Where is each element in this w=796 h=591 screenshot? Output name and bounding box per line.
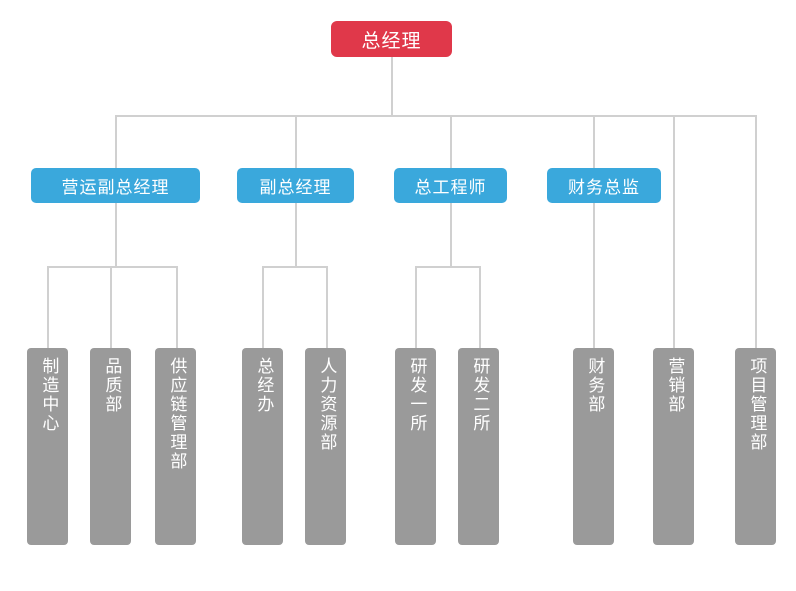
connector-exec-stem-1 [115,203,117,266]
connector-dept-drop-2 [110,266,112,348]
connector-exec-stem-3 [450,203,452,266]
node-dept-manufacturing[interactable]: 制造中心 [27,348,68,545]
connector-dept-drop-3 [176,266,178,348]
connector-top-drop-6 [755,115,757,348]
connector-dept-drop-1 [47,266,49,348]
node-dept-marketing[interactable]: 营销部 [653,348,694,545]
connector-exec-stem-2 [295,203,297,266]
connector-top-drop-4 [593,115,595,168]
node-dept-rd-2[interactable]: 研发二所 [458,348,499,545]
node-dept-gm-office[interactable]: 总经办 [242,348,283,545]
node-gm-label: 总经理 [361,29,422,52]
node-dept-hr-label: 人力资源部 [316,357,337,452]
node-exec-deputy[interactable]: 副总经理 [237,168,354,203]
connector-sub-bus-3 [415,266,479,268]
connector-top-drop-1 [115,115,117,168]
node-dept-hr[interactable]: 人力资源部 [305,348,346,545]
node-dept-marketing-label: 营销部 [664,357,685,414]
connector-dept-drop-5 [326,266,328,348]
node-dept-gm-office-label: 总经办 [253,357,274,414]
node-dept-rd-2-label: 研发二所 [469,357,490,433]
node-exec-chief-eng-label: 总工程师 [414,178,487,198]
node-dept-finance[interactable]: 财务部 [573,348,614,545]
node-dept-rd-1[interactable]: 研发一所 [395,348,436,545]
node-dept-project-mgmt[interactable]: 项目管理部 [735,348,776,545]
node-exec-chief-eng[interactable]: 总工程师 [394,168,507,203]
connector-dept-drop-6 [415,266,417,348]
node-dept-quality-label: 品质部 [101,357,122,414]
node-exec-deputy-label: 副总经理 [259,178,332,198]
connector-top-bus [115,115,756,117]
node-exec-ops[interactable]: 营运副总经理 [31,168,200,203]
node-dept-rd-1-label: 研发一所 [406,357,427,433]
connector-dept-drop-4 [262,266,264,348]
node-exec-cfo[interactable]: 财务总监 [547,168,661,203]
node-dept-finance-label: 财务部 [584,357,605,414]
connector-top-drop-5 [673,115,675,348]
node-exec-cfo-label: 财务总监 [568,178,640,198]
connector-sub-bus-2 [262,266,326,268]
node-exec-ops-label: 营运副总经理 [61,178,170,198]
node-dept-manufacturing-label: 制造中心 [38,357,59,433]
node-gm[interactable]: 总经理 [331,21,452,57]
node-dept-quality[interactable]: 品质部 [90,348,131,545]
connector-top-drop-2 [295,115,297,168]
node-dept-supply-chain[interactable]: 供应链管理部 [155,348,196,545]
connector-top-drop-3 [450,115,452,168]
connector-dept-drop-7 [479,266,481,348]
node-dept-supply-chain-label: 供应链管理部 [166,357,187,471]
connector-root-stem [391,57,393,115]
node-dept-project-mgmt-label: 项目管理部 [746,357,767,452]
connector-exec-stem-4 [593,203,595,348]
